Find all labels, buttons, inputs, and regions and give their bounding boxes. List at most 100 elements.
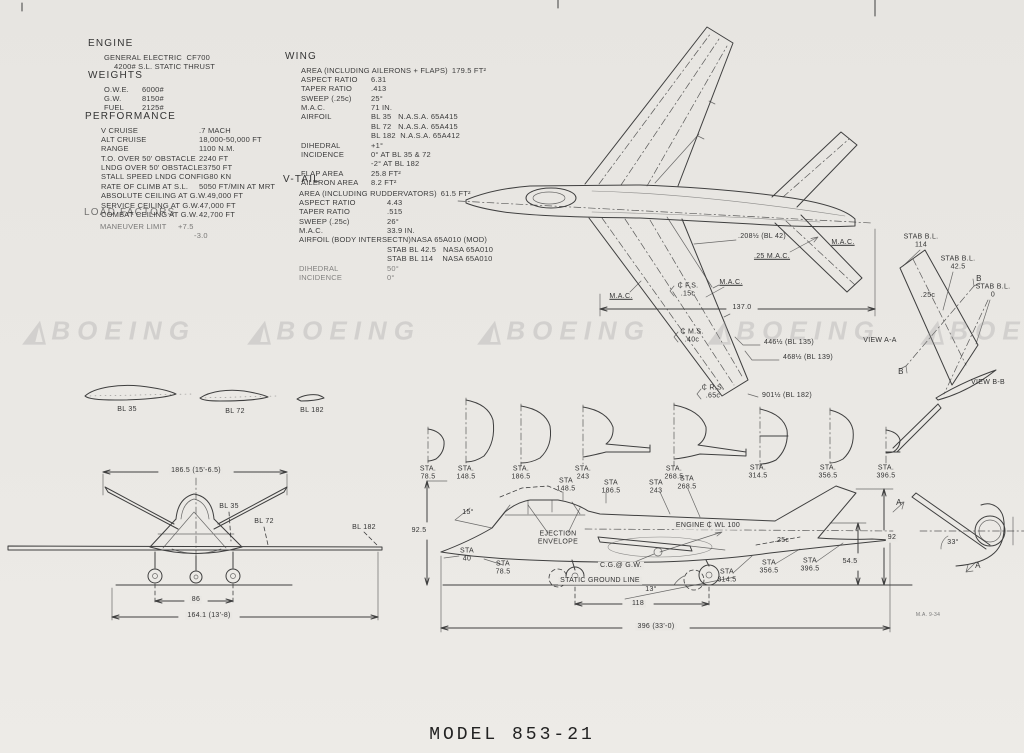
label-tipback-angle: 13°	[645, 585, 657, 593]
label-sta-40: STA 40	[460, 547, 474, 563]
spec-value: 3750 FT	[202, 163, 233, 172]
label-bl139-dim: 468½ (BL 139)	[783, 353, 833, 361]
label-sta-3145-section: STA. 314.5	[748, 464, 768, 480]
spec-label: FLAP AREA	[301, 168, 344, 178]
spec-label: ABSOLUTE CEILING AT G.W.	[101, 191, 208, 201]
label-sta-3965-side: STA 396.5	[800, 557, 820, 573]
load-factors-title: LOAD FACTORS	[84, 207, 176, 218]
label-engine-waterline: ENGINE ₵ WL 100	[673, 521, 743, 531]
spec-value: 42,700 FT	[199, 209, 235, 219]
spec-row: AIRFOIL (BODY INTERSECTN)NASA 65A010 (MO…	[283, 235, 493, 244]
spec-value: -3.0	[194, 230, 208, 240]
label-sta-785-section: STA. 78.5	[419, 465, 437, 481]
spec-value: 2240 FT	[199, 153, 229, 163]
spec-label: ASPECT RATIO	[299, 197, 356, 207]
spec-value: 2125#	[142, 103, 164, 113]
label-sta-1865-side: STA 186.5	[601, 479, 621, 495]
spec-label	[301, 131, 371, 140]
spec-value: +1°	[371, 140, 384, 150]
label-sta-1865-section: STA. 186.5	[511, 465, 531, 481]
spec-value: BL 35 N.A.S.A. 65A415	[371, 112, 458, 122]
spec-label: T.O. OVER 50' OBSTACLE	[101, 153, 196, 163]
label-section-b-bottom: B	[898, 367, 904, 377]
label-stab-bl-425: STAB B.L. 42.5	[940, 255, 976, 271]
spec-value: 80 KN	[209, 172, 232, 182]
spec-label: AREA (INCLUDING RUDDERVATORS)	[299, 188, 437, 198]
label-mac-tail: M.A.C.	[831, 238, 855, 246]
spec-value: 1100 N.M.	[199, 144, 235, 154]
spec-value: .413	[371, 84, 387, 94]
spec-row: TAPER RATIO.413	[285, 84, 486, 93]
spec-row: M.A.C.71 IN.	[285, 103, 486, 112]
spec-label: AREA (INCLUDING AILERONS + FLAPS)	[301, 65, 448, 75]
label-bl42-dim: .208½ (BL 42)	[737, 232, 787, 240]
spec-row: BL 182 N.A.S.A. 65A412	[285, 131, 486, 140]
spec-row: STAB BL 114 NASA 65A010	[283, 254, 493, 263]
engine-line: GENERAL ELECTRIC CF700	[104, 52, 211, 62]
spec-value: NASA 65A010 (MOD)	[411, 235, 488, 245]
label-sta-3565-section: STA. 356.5	[818, 464, 838, 480]
spec-value: 18,000-50,000 FT	[199, 134, 262, 144]
label-view-aa: VIEW A-A	[863, 336, 897, 344]
spec-label: O.W.E.	[104, 84, 129, 94]
spec-row: COMBAT CEILING AT G.W.42,700 FT	[85, 210, 275, 219]
dim-wheelbase: 118	[629, 599, 647, 609]
spec-row: SWEEP (.25c)25°	[285, 94, 486, 103]
spec-value: 25.8 FT²	[371, 168, 401, 178]
label-bl182-dim: 901½ (BL 182)	[762, 391, 812, 399]
spec-row: ABSOLUTE CEILING AT G.W.49,000 FT	[85, 191, 275, 200]
spec-label: AIRFOIL	[301, 112, 332, 122]
spec-label: G.W.	[104, 93, 122, 103]
spec-label: INCIDENCE	[299, 272, 343, 282]
dim-gear-track: 86	[189, 595, 203, 605]
spec-row: -3.0	[84, 231, 208, 240]
label-25c-side: .25c	[774, 536, 790, 544]
label-bl135-dim: 446½ (BL 135)	[764, 338, 814, 346]
label-section-a-bottom: A	[975, 561, 981, 571]
spec-label: AIRFOIL (BODY INTERSECTN)	[299, 235, 412, 245]
label-sta-3145-side: STA 314.5	[717, 568, 737, 584]
spec-value: .515	[387, 207, 403, 217]
registration-marks	[21, 0, 876, 17]
boeing-logo-icon: ◭	[479, 315, 502, 348]
spec-label: STALL SPEED LNDG CONFIG	[101, 172, 210, 182]
spec-value: 71 IN.	[371, 103, 393, 112]
spec-value: 0°	[387, 272, 395, 282]
dim-137: 137.0	[730, 303, 754, 313]
spec-value: 61.5 FT²	[440, 188, 471, 198]
boeing-watermark: ◭BOEING	[479, 315, 651, 348]
spec-value: BL 72 N.A.S.A. 65A415	[371, 121, 458, 131]
spec-value: 26°	[387, 216, 399, 226]
boeing-watermark: ◭BOEING	[249, 315, 421, 348]
boeing-watermark: ◭BOEING	[709, 315, 881, 348]
engine-line: 4200# S.L. STATIC THRUST	[114, 61, 216, 71]
label-airfoil-bl72: BL 72	[225, 407, 245, 415]
spec-value: 5050 FT/MIN AT MRT	[199, 181, 276, 191]
spec-value: 8150#	[142, 93, 164, 103]
spec-row: INCIDENCE 0°	[283, 273, 493, 282]
label-sta-3965-section: STA. 396.5	[876, 464, 896, 480]
spec-label: SERVICE CEILING AT G.W.	[101, 200, 200, 210]
boeing-logo-icon: ◭	[24, 315, 47, 348]
spec-row: DIHEDRAL+1°	[285, 141, 486, 150]
dim-height-545: 54.5	[840, 557, 860, 567]
label-airfoil-bl35: BL 35	[117, 405, 137, 413]
spec-label: COMBAT CEILING AT G.W.	[101, 209, 199, 219]
label-mac-left: M.A.C.	[609, 292, 633, 300]
spec-row: V CRUISE.7 MACH	[85, 126, 275, 135]
wing-specs: WING AREA (INCLUDING AILERONS + FLAPS)17…	[285, 51, 486, 187]
spec-row: M.A.C.33.9 IN.	[283, 226, 493, 235]
spec-label: RATE OF CLIMB AT S.L.	[101, 181, 189, 191]
